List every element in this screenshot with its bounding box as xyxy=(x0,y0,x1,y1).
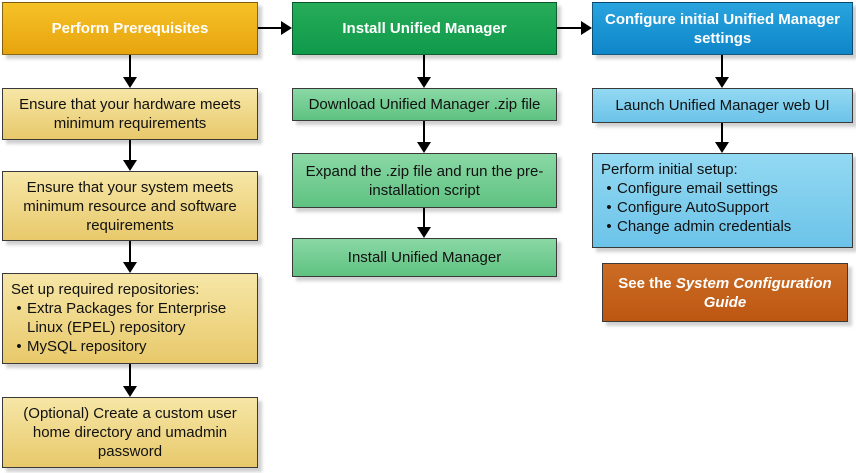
arrow-head xyxy=(715,142,729,153)
bullet-item: Change admin credentials xyxy=(601,217,791,236)
bullet-label: Configure AutoSupport xyxy=(617,199,769,216)
bullet-label: Change admin credentials xyxy=(617,218,792,235)
down-arrow xyxy=(123,241,137,273)
column2-header-label: Install Unified Manager xyxy=(342,20,507,37)
step-hardware-requirements: Ensure that your hardware meets minimum … xyxy=(2,88,258,140)
arrow-line xyxy=(423,55,425,78)
step-launch-web-ui: Launch Unified Manager web UI xyxy=(592,88,853,123)
arrow-head xyxy=(417,227,431,238)
arrow-line xyxy=(129,140,131,161)
step-label: Ensure that your system meets minimum re… xyxy=(23,178,237,234)
column2-header: Install Unified Manager xyxy=(292,2,557,55)
step-label: Download Unified Manager .zip file xyxy=(308,96,541,113)
arrow-head xyxy=(123,262,137,273)
arrow-head xyxy=(281,21,292,35)
bullet-icon xyxy=(11,299,27,337)
note-label: See the System Configuration Guide xyxy=(613,274,837,312)
note-prefix: See the xyxy=(618,274,676,292)
step-label: (Optional) Create a custom user home dir… xyxy=(23,405,237,460)
bullet-item: Configure email settings xyxy=(601,179,791,198)
arrow-line xyxy=(258,27,282,29)
step-title: Perform initial setup: xyxy=(601,161,738,178)
right-arrow xyxy=(258,21,292,35)
step-download-zip: Download Unified Manager .zip file xyxy=(292,88,557,121)
step-expand-zip: Expand the .zip file and run the pre-ins… xyxy=(292,153,557,208)
column3-header: Configure initial Unified Manager settin… xyxy=(592,2,853,55)
step-label: Ensure that your hardware meets minimum … xyxy=(19,96,241,132)
column1-header: Perform Prerequisites xyxy=(2,2,258,55)
arrow-head xyxy=(123,77,137,88)
bullet-item: Extra Packages for Enterprise Linux (EPE… xyxy=(11,299,249,337)
down-arrow xyxy=(123,140,137,171)
down-arrow xyxy=(715,55,729,88)
bullet-icon xyxy=(601,198,617,217)
down-arrow xyxy=(417,208,431,238)
right-arrow xyxy=(557,21,592,35)
arrow-line xyxy=(721,123,723,143)
arrow-line xyxy=(721,55,723,78)
bullet-label: MySQL repository xyxy=(27,338,147,355)
arrow-head xyxy=(417,77,431,88)
down-arrow xyxy=(417,55,431,88)
bullet-item: Configure AutoSupport xyxy=(601,198,791,217)
step-label: Expand the .zip file and run the pre-ins… xyxy=(305,162,544,199)
step-title: Set up required repositories: xyxy=(11,281,200,298)
bullet-icon xyxy=(601,217,617,236)
step-label: Launch Unified Manager web UI xyxy=(615,97,830,114)
arrow-line xyxy=(423,121,425,143)
down-arrow xyxy=(417,121,431,153)
arrow-line xyxy=(129,241,131,263)
note-guide-title: System Configuration Guide xyxy=(675,274,832,311)
arrow-head xyxy=(123,160,137,171)
bullet-item: MySQL repository xyxy=(11,337,249,356)
column1-header-label: Perform Prerequisites xyxy=(51,20,209,37)
column3-header-label: Configure initial Unified Manager settin… xyxy=(604,10,840,47)
bullet-label: Extra Packages for Enterprise Linux (EPE… xyxy=(27,300,227,336)
arrow-line xyxy=(423,208,425,228)
down-arrow xyxy=(123,364,137,397)
step-system-requirements: Ensure that your system meets minimum re… xyxy=(2,171,258,241)
step-install-unified-manager: Install Unified Manager xyxy=(292,238,557,277)
arrow-line xyxy=(129,364,131,387)
bullet-icon xyxy=(11,337,27,356)
bullet-icon xyxy=(601,179,617,198)
step-content: Perform initial setup: Configure email s… xyxy=(601,160,791,236)
note-system-configuration-guide: See the System Configuration Guide xyxy=(602,263,848,322)
step-optional-home-directory: (Optional) Create a custom user home dir… xyxy=(2,397,258,468)
arrow-head xyxy=(123,386,137,397)
arrow-line xyxy=(129,55,131,78)
arrow-head xyxy=(417,142,431,153)
step-setup-repositories: Set up required repositories: Extra Pack… xyxy=(2,273,258,364)
arrow-head xyxy=(581,21,592,35)
arrow-line xyxy=(557,27,582,29)
down-arrow xyxy=(715,123,729,153)
step-content: Set up required repositories: Extra Pack… xyxy=(11,280,249,356)
bullet-label: Configure email settings xyxy=(617,180,778,197)
step-initial-setup: Perform initial setup: Configure email s… xyxy=(592,153,853,248)
step-label: Install Unified Manager xyxy=(347,249,502,266)
down-arrow xyxy=(123,55,137,88)
arrow-head xyxy=(715,77,729,88)
